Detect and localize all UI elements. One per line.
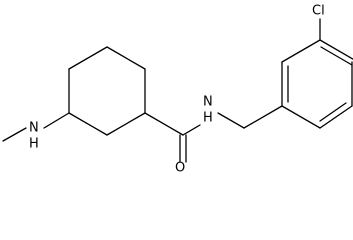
bond-amine-ring [43, 112, 70, 129]
bond-carbonyl-amide-n [182, 124, 201, 136]
bond-methyl-amine [2, 127, 27, 142]
structure-canvas: Cl N H N H O [2, 4, 353, 176]
bond-ring-carbonyl [144, 112, 184, 136]
amide-hydrogen-label: H [203, 111, 213, 126]
atom-labels: Cl N H N H O [29, 4, 325, 176]
bond-ring-c2-c1 [106, 112, 146, 136]
amide-nitrogen-label: N [203, 95, 213, 110]
chlorine-label: Cl [312, 4, 325, 19]
bond-methylene-ring [243, 105, 283, 129]
amine-hydrogen-label: H [29, 137, 39, 152]
bond-benzene-3 [319, 39, 353, 60]
bond-ring-c6-c5 [106, 46, 146, 70]
bond-benzene-5 [319, 105, 353, 129]
bond-benzene-6 [281, 105, 321, 129]
bond-amide-n-methylene [217, 112, 245, 129]
amine-nitrogen-label: N [29, 121, 39, 136]
bond-ring-c3-c2 [68, 112, 108, 136]
bond-benzene-2 [281, 39, 321, 63]
bond-benzene-3-inner [320, 46, 353, 66]
bond-benzene-5-inner [319, 102, 347, 122]
bonds [2, 18, 353, 163]
carbonyl-oxygen-label: O [175, 161, 185, 176]
bond-ring-c5-c4 [68, 46, 108, 70]
